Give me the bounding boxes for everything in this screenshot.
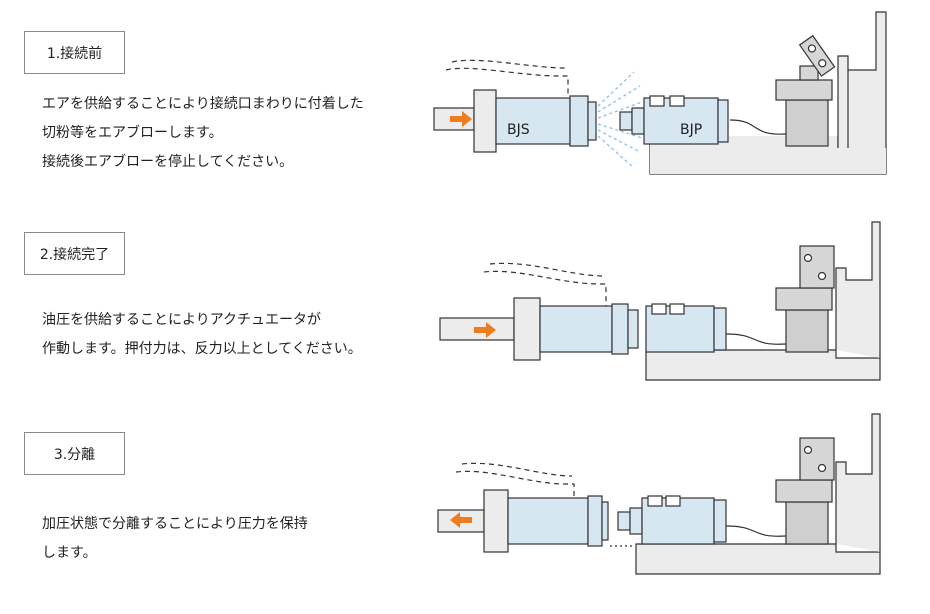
bjp-label: BJP xyxy=(680,122,702,138)
step-1-line-3: 接続後エアブローを停止してください。 xyxy=(42,154,294,170)
step-1-line-2: 切粉等をエアブローします。 xyxy=(42,125,223,141)
step-3-title: 3.分離 xyxy=(53,446,96,463)
step-3-title-box: 3.分離 xyxy=(24,432,125,475)
hose-3 xyxy=(725,525,787,537)
housing-3 xyxy=(835,413,881,552)
housing-1 xyxy=(837,11,887,148)
bjs-body-1 xyxy=(495,97,571,145)
step-2-line-1: 油圧を供給することによりアクチュエータが xyxy=(42,312,322,328)
step-3-line-2: します。 xyxy=(42,545,97,561)
clamp-arm-3 xyxy=(799,437,835,481)
air-line-1 xyxy=(445,67,569,98)
clamp-arm-1 xyxy=(798,34,836,77)
bjs-flange-2 xyxy=(513,297,541,361)
hose-2 xyxy=(725,333,787,345)
flow-arrow-2 xyxy=(474,322,496,338)
step-1-title-box: 1.接続前 xyxy=(24,31,125,74)
flow-arrow-1 xyxy=(450,111,472,127)
bjs-body-3 xyxy=(507,497,589,545)
housing-2 xyxy=(835,221,881,358)
oil-line-3 xyxy=(455,470,575,498)
clamp-arm-2 xyxy=(799,245,835,289)
bjs-flange-3 xyxy=(483,489,509,553)
step-1-line-1: エアを供給することにより接続口まわりに付着した xyxy=(42,96,364,112)
step-1-description: エアを供給することにより接続口まわりに付着した 切粉等をエアブローします。 接続… xyxy=(42,90,364,177)
hose-1 xyxy=(729,119,787,135)
step-2-title-box: 2.接続完了 xyxy=(24,232,125,275)
step-3-description: 加圧状態で分離することにより圧力を保持 します。 xyxy=(42,510,308,568)
step-2-line-2: 作動します。押付力は、反力以上としてください。 xyxy=(42,341,362,357)
base-plate-3 xyxy=(635,543,881,575)
clamp-cylinder-3 xyxy=(785,501,829,545)
step-1-title: 1.接続前 xyxy=(46,45,103,62)
base-plate-1-fill xyxy=(650,138,886,174)
oil-line-2 xyxy=(483,270,607,306)
airblow-1 xyxy=(597,71,643,169)
bjs-label: BJS xyxy=(507,122,530,138)
step-2-title: 2.接続完了 xyxy=(39,246,110,263)
bjs-body-2 xyxy=(539,305,613,353)
flow-arrow-3 xyxy=(450,512,472,528)
step-2-description: 油圧を供給することによりアクチュエータが 作動します。押付力は、反力以上としてく… xyxy=(42,306,362,364)
step-3-line-1: 加圧状態で分離することにより圧力を保持 xyxy=(42,516,308,532)
